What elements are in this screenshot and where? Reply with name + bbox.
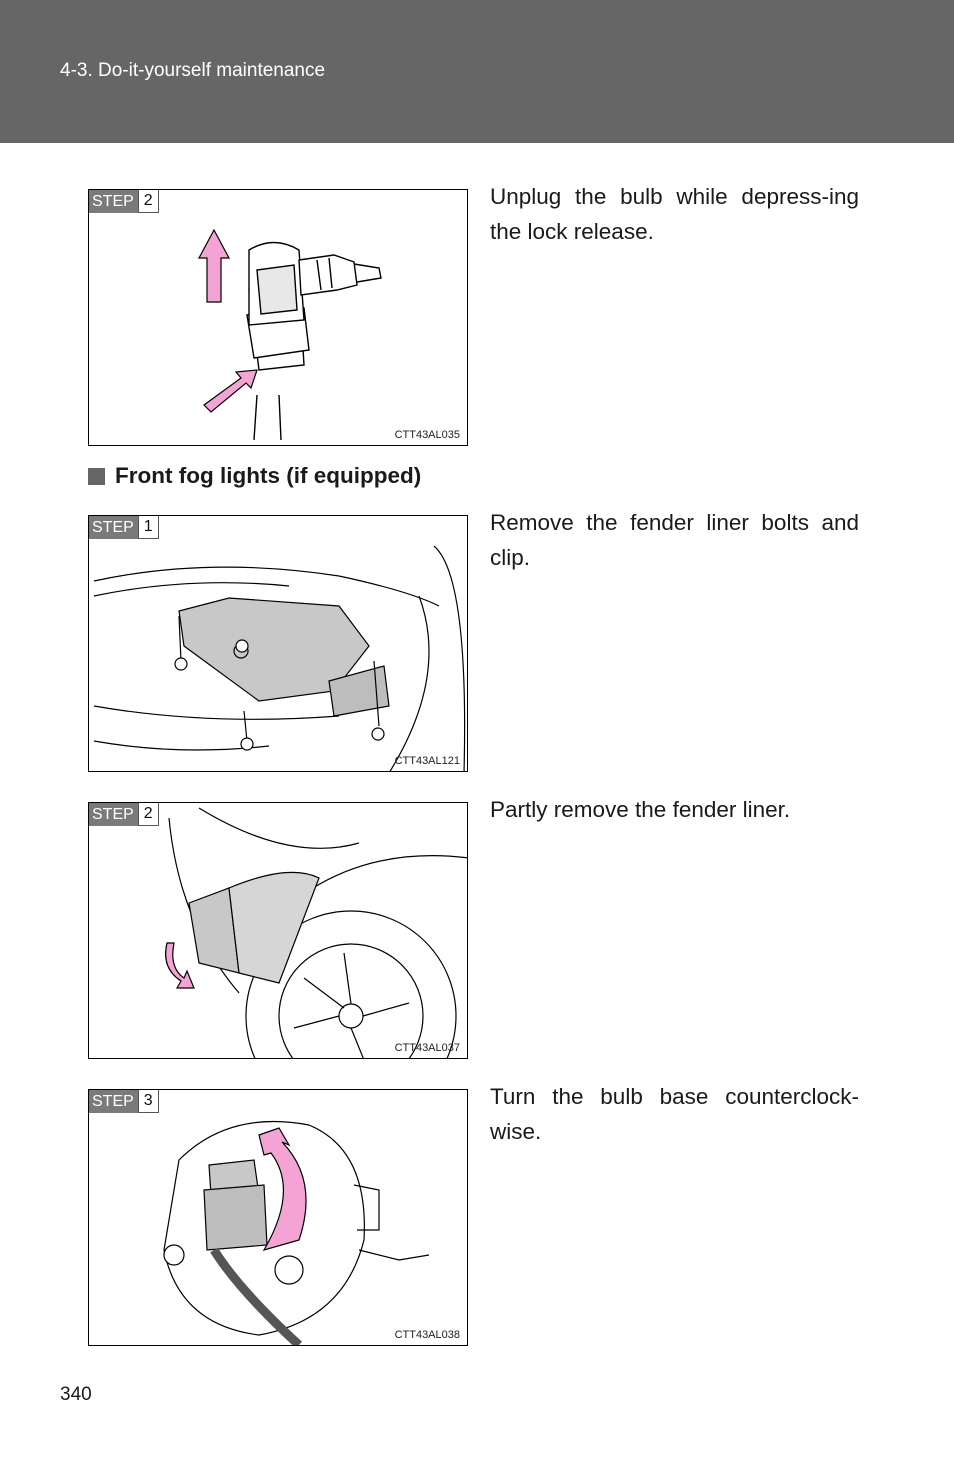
bullet-square-icon <box>88 467 105 485</box>
figure-turn-bulb: STEP 3 CTT43AL038 <box>88 1089 468 1346</box>
figure-code: CTT43AL037 <box>394 1042 460 1054</box>
figure-code: CTT43AL121 <box>394 755 460 767</box>
step-badge: STEP 3 <box>89 1090 159 1113</box>
fog-bulb-illustration <box>163 1120 430 1345</box>
step-badge: STEP 2 <box>89 803 159 826</box>
wheel-illustration <box>165 807 467 1058</box>
figure-partly-remove-liner: STEP 2 CTT43AL037 <box>88 802 468 1059</box>
page-header: 4-3. Do-it-yourself maintenance <box>0 0 954 143</box>
page-number: 340 <box>60 1384 92 1405</box>
step-description: Remove the fender liner bolts and clip. <box>490 510 859 570</box>
fog-lights-heading: Front fog lights (if equipped) <box>88 463 421 489</box>
step-badge: STEP 2 <box>89 190 159 213</box>
figure-code: CTT43AL038 <box>394 1329 460 1341</box>
step-description: Turn the bulb base counterclock-wise. <box>490 1084 859 1144</box>
step-description: Unplug the bulb while depress-ing the lo… <box>490 184 859 244</box>
step-badge: STEP 1 <box>89 516 159 539</box>
bulb-illustration <box>197 228 382 441</box>
step-description: Partly remove the fender liner. <box>490 797 791 822</box>
figure-fender-bolts: STEP 1 CTT43AL121 <box>88 515 468 772</box>
figure-unplug-bulb: STEP 2 CTT43AL035 <box>88 189 468 446</box>
fender-liner-illustration <box>93 545 466 771</box>
figure-code: CTT43AL035 <box>394 429 460 441</box>
section-title: 4-3. Do-it-yourself maintenance <box>60 60 326 81</box>
